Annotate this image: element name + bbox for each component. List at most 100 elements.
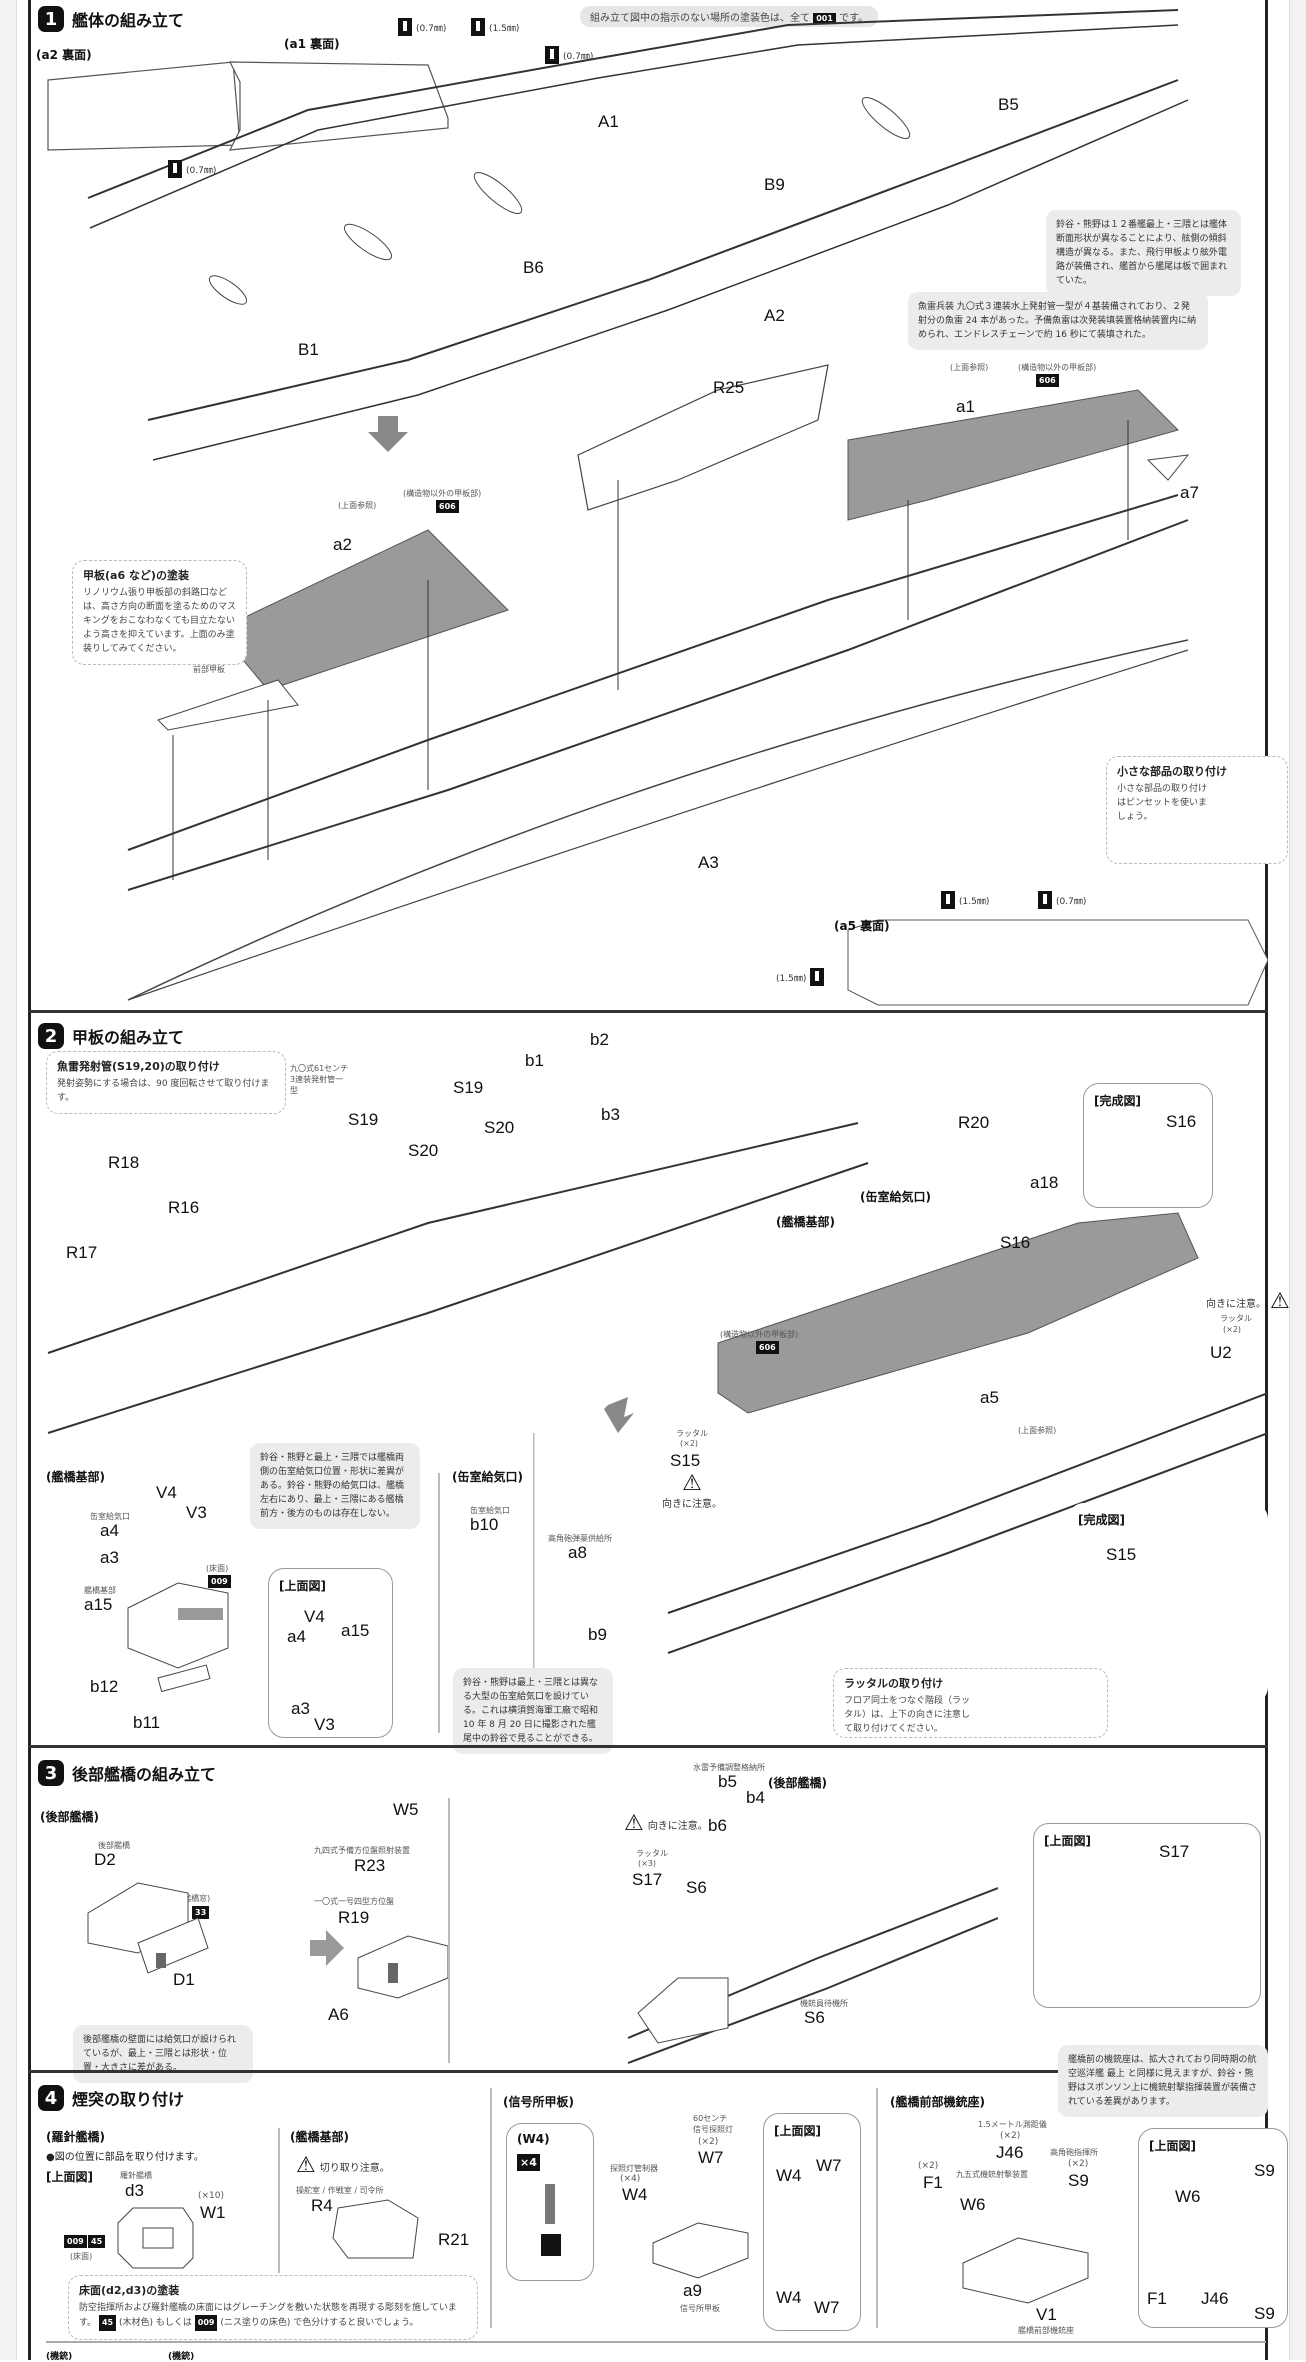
part-label: S9 xyxy=(1254,2161,1275,2180)
callout-bridge: (艦橋基部) xyxy=(776,1215,835,1229)
tip-body: リノリウム張り甲板部の斜路口などは、高さ方向の断面を塗るためのマスキングをおこな… xyxy=(83,588,237,654)
cut-warning: ⚠切り取り注意。 xyxy=(296,2155,390,2177)
gun-base-title: (艦橋前部機銃座) xyxy=(890,2095,985,2109)
part-label: W7 xyxy=(814,2298,840,2317)
step-title: 艦体の組み立て xyxy=(72,11,185,30)
qty-caption: (×3) xyxy=(638,1859,657,1868)
part-label: F1 xyxy=(1147,2289,1167,2308)
part-label: a18 xyxy=(1030,1173,1059,1192)
divider xyxy=(438,1473,440,1733)
deck-label-caption: (構造物以外の甲板部) xyxy=(1018,363,1097,372)
step-title: 煙突の取り付け xyxy=(72,2090,185,2109)
part-label: S6 xyxy=(804,2008,825,2027)
a5-back-label: (a5 裏面) xyxy=(834,919,890,933)
hull-a1-top xyxy=(87,9,1179,199)
part-label: V4 xyxy=(156,1483,177,1502)
part-label: b11 xyxy=(133,1713,161,1732)
step-3-heading: 3 後部艦橋の組み立て xyxy=(38,1760,216,1786)
part-label: W4 xyxy=(776,2288,802,2307)
drill-size: (1.5㎜) xyxy=(489,23,520,34)
rear-bridge-illustration xyxy=(87,1882,209,1974)
warning-text: 切り取り注意。 xyxy=(319,2162,390,2174)
upper-ref-caption: (上面参照) xyxy=(338,501,377,510)
tip-title: 魚雷発射管(S19,20)の取り付け xyxy=(57,1060,220,1073)
drill-size: (0.7㎜) xyxy=(186,165,217,176)
torpedo-caption: 九〇式61センチ 3連装発射管一型 xyxy=(290,1064,349,1095)
qty-badge: ×4 xyxy=(517,2154,540,2171)
divider xyxy=(448,1798,450,2063)
qty-caption: (×2) xyxy=(1223,1325,1242,1334)
callout-vent: (缶室給気口) xyxy=(860,1190,931,1204)
inset-title: [完成図] xyxy=(1094,1094,1141,1108)
part-label: S15 xyxy=(670,1451,701,1470)
warning-icon: ⚠ xyxy=(1270,1289,1290,1314)
bulkhead-b1 xyxy=(208,275,248,305)
compass-bridge-title: (羅針艦橋) xyxy=(46,2130,105,2144)
b10-caption: 缶室給気口 xyxy=(470,1506,510,1515)
part-label: D1 xyxy=(173,1970,195,1989)
part-label: D2 xyxy=(94,1850,116,1869)
tip-body: フロア同士をつなぐ階段（ラッタル）は、上下の向きに注意して取り付けてください。 xyxy=(844,1696,971,1734)
general-note-suffix: です。 xyxy=(839,13,869,24)
r4-caption: 操舵室 / 作戦室 / 司令所 xyxy=(296,2186,384,2195)
drill-size: (0.7㎜) xyxy=(563,51,594,62)
floor-caption: (床面) xyxy=(70,2252,93,2261)
part-label: S19 xyxy=(453,1078,484,1097)
step-3-section: 3 後部艦橋の組み立て (後部艦橋) 後部艦橋 D2 D1 (艦橋窓) 33 後… xyxy=(28,1745,1268,2083)
step-1-heading: 1 艦体の組み立て xyxy=(38,6,184,32)
warning-icon: ⚠ xyxy=(682,1471,702,1496)
part-label: A6 xyxy=(328,2005,349,2024)
step-1-illustration xyxy=(47,9,1268,1006)
step-number: 2 xyxy=(38,1023,64,1049)
floor-caption: (床面) xyxy=(206,1564,229,1573)
tip-body: 小さな部品の取り付けはピンセットを使いましょう。 xyxy=(1117,784,1208,822)
inset-title: [上面図] xyxy=(279,1579,326,1593)
part-label: V1 xyxy=(1036,2305,1057,2324)
inset-title: [上面図] xyxy=(1044,1834,1091,1848)
top-view-label: [上面図] xyxy=(46,2170,93,2184)
part-label: J46 xyxy=(996,2143,1024,2162)
part-label: S20 xyxy=(484,1118,515,1137)
paint-badge: 33 xyxy=(192,1906,210,1919)
paint-code-badge: 45 xyxy=(98,2315,117,2331)
part-label: a4 xyxy=(287,1627,306,1646)
a1-plate-outline xyxy=(228,61,449,151)
part-label: a1 xyxy=(956,397,975,416)
paint-code-badge: 009 xyxy=(194,2315,218,2331)
page-edge-right xyxy=(1289,0,1306,2360)
s9-caption: 高角砲指揮所 xyxy=(1050,2148,1098,2157)
part-label: A1 xyxy=(598,112,619,131)
paint-badge: 606 xyxy=(1036,374,1059,387)
assembled-hull-top xyxy=(127,494,1179,851)
paint-code-badge: 001 xyxy=(813,13,836,24)
paint-badge: 606 xyxy=(756,1341,779,1354)
r23-caption: 九四式予備方位盤照射装置 xyxy=(314,1846,410,1855)
note-rear-bridge: 後部艦橋の壁面には給気口が設けられているが、最上・三隈とは形状・位置・大きさに差… xyxy=(73,2025,253,2083)
drill-size: (1.5㎜) xyxy=(959,896,990,907)
drill-icon xyxy=(810,968,825,986)
step-2-section: 2 甲板の組み立て 魚雷発射管(S19,20)の取り付け 発射姿勢にする場合は、… xyxy=(28,1010,1290,1754)
part-label: b1 xyxy=(525,1051,544,1070)
tip-small-parts: 小さな部品の取り付け 小さな部品の取り付けはピンセットを使いましょう。 xyxy=(1106,756,1288,864)
inset-title: (W4) xyxy=(517,2132,550,2146)
part-label: W6 xyxy=(1175,2187,1201,2206)
a6-caption: 前部甲板 xyxy=(193,665,225,674)
hull-deck-bottom xyxy=(47,1162,869,1434)
hull-a1-bottom xyxy=(89,24,1179,229)
step-2-heading: 2 甲板の組み立て xyxy=(38,1023,184,1049)
deck-a5 xyxy=(717,1212,1199,1414)
part-label: R19 xyxy=(338,1908,370,1927)
bulkhead-b9 xyxy=(473,172,523,214)
inset-title: [上面図] xyxy=(1149,2139,1196,2153)
next-subtitle: (機銃) xyxy=(46,2352,73,2362)
part-a6 xyxy=(157,679,299,731)
orientation-warning: ⚠向きに注意。 xyxy=(624,1813,708,1835)
part-label: B1 xyxy=(298,340,319,359)
vent-title: (缶室給気口) xyxy=(452,1470,523,1484)
part-label: V3 xyxy=(186,1503,207,1522)
note-hull: 鈴谷・熊野は１２番艦最上・三隈とは艦体断面形状が異なることにより、舷側の傾斜構造… xyxy=(1046,210,1241,296)
part-label: S19 xyxy=(348,1110,379,1129)
warning-icon: ⚠ xyxy=(296,2153,316,2178)
s9-qty: (×2) xyxy=(1068,2159,1089,2169)
tip-torpedo: 魚雷発射管(S19,20)の取り付け 発射姿勢にする場合は、90 度回転させて取… xyxy=(46,1051,286,1114)
